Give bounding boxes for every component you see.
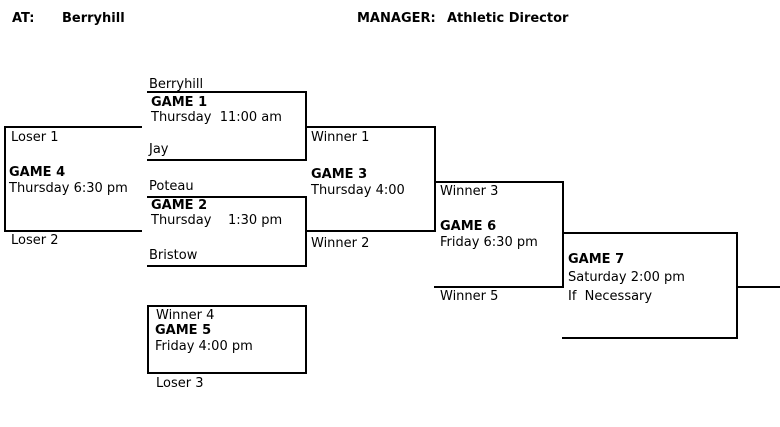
game2-top-team-label: Poteau <box>149 179 194 194</box>
game2-schedule: Thursday 1:30 pm <box>151 213 283 228</box>
game1-bottom-team-label: Jay <box>149 142 169 157</box>
game2-top-line <box>147 196 307 198</box>
game2-title: GAME 2 <box>151 198 208 213</box>
game5-title: GAME 5 <box>155 323 212 338</box>
game4-left-connector-line <box>4 126 6 232</box>
game3-title: GAME 3 <box>311 167 368 182</box>
game2-bottom-team-label: Bristow <box>149 248 198 263</box>
game5-schedule: Friday 4:00 pm <box>155 339 253 354</box>
game3-schedule: Thursday 4:00 <box>311 183 405 198</box>
game4-bottom-line <box>4 230 142 232</box>
game7-top-line <box>562 232 738 234</box>
at-label: AT: <box>12 11 35 26</box>
game7-title: GAME 7 <box>568 252 625 267</box>
game1-bottom-line <box>147 159 307 161</box>
game4-title: GAME 4 <box>9 165 66 180</box>
game3-right-connector-line <box>434 126 436 232</box>
game4-top-line <box>4 126 142 128</box>
game7-schedule: Saturday 2:00 pm <box>568 270 685 285</box>
game6-bottom-line <box>434 286 564 288</box>
game2-bottom-line <box>147 265 307 267</box>
game4-schedule: Thursday 6:30 pm <box>9 181 128 196</box>
game5-bottom-slot-label: Loser 3 <box>156 376 204 391</box>
champion-line <box>736 286 780 288</box>
game4-bottom-slot-label: Loser 2 <box>11 233 59 248</box>
game5-box <box>147 305 307 374</box>
game3-top-line <box>305 126 436 128</box>
game6-bottom-slot-label: Winner 5 <box>440 289 499 304</box>
game6-top-slot-label: Winner 3 <box>440 184 499 199</box>
game5-top-slot-label: Winner 4 <box>156 308 215 323</box>
game1-schedule: Thursday 11:00 am <box>151 110 282 125</box>
game7-bottom-line <box>562 337 738 339</box>
game6-schedule: Friday 6:30 pm <box>440 235 538 250</box>
game7-note: If Necessary <box>568 289 653 304</box>
at-value: Berryhill <box>62 11 125 26</box>
game3-bottom-line <box>305 230 436 232</box>
game6-top-line <box>434 181 564 183</box>
game6-right-connector-line <box>562 181 564 288</box>
game3-top-slot-label: Winner 1 <box>311 130 370 145</box>
game7-right-connector-line <box>736 232 738 339</box>
game6-title: GAME 6 <box>440 219 497 234</box>
manager-label: MANAGER: <box>357 11 436 26</box>
game1-top-line <box>147 91 307 93</box>
game1-title: GAME 1 <box>151 95 208 110</box>
game4-top-slot-label: Loser 1 <box>11 130 59 145</box>
game1-top-team-label: Berryhill <box>149 77 204 92</box>
manager-value: Athletic Director <box>447 11 569 26</box>
game3-bottom-slot-label: Winner 2 <box>311 236 370 251</box>
